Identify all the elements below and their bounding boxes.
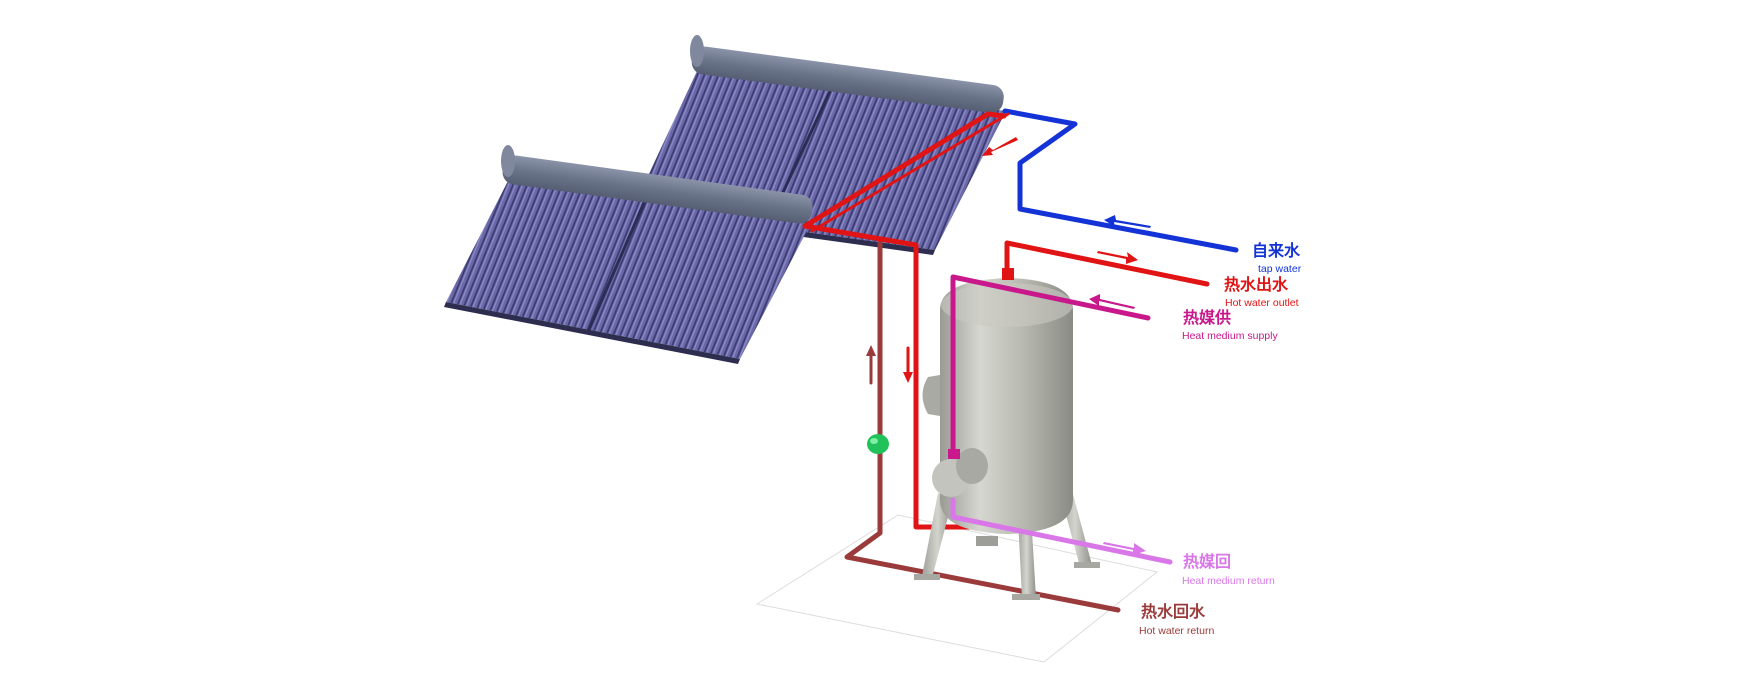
tap-water-label-en: tap water xyxy=(1258,263,1302,275)
storage-tank xyxy=(914,268,1100,600)
heat-medium-supply-label-cn: 热媒供 xyxy=(1183,308,1232,327)
tap-water-label-cn: 自来水 xyxy=(1252,241,1301,260)
heat-medium-supply-label-en: Heat medium supply xyxy=(1182,330,1278,342)
hot-water-return-label-en: Hot water return xyxy=(1139,625,1215,637)
collector-return-arrow xyxy=(982,137,1018,156)
hot-water-outlet-label-cn: 热水出水 xyxy=(1224,275,1289,294)
circulation-pump xyxy=(867,434,889,454)
hot-water-outlet-pipe xyxy=(802,111,1210,530)
tap-water-pipe xyxy=(1002,108,1239,253)
solar-collector-front xyxy=(444,145,813,364)
hot-water-outlet-label-en: Hot water outlet xyxy=(1225,297,1299,309)
heat-medium-return-pipe xyxy=(950,497,1173,565)
heat-supply-flow-arrow xyxy=(1089,294,1135,309)
heat-medium-return-label-cn: 热媒回 xyxy=(1183,552,1232,571)
heat-medium-supply-pipe xyxy=(948,274,1151,459)
hot-water-return-pipe xyxy=(844,238,1121,613)
hot-water-outlet-arrow xyxy=(1097,251,1138,264)
tap-water-flow-arrow xyxy=(1104,215,1151,228)
heat-return-flow-arrow xyxy=(1103,542,1146,555)
hot-water-return-label-cn: 热水回水 xyxy=(1141,602,1206,621)
heat-medium-return-label-en: Heat medium return xyxy=(1182,575,1275,587)
floor-plane xyxy=(755,514,1159,663)
